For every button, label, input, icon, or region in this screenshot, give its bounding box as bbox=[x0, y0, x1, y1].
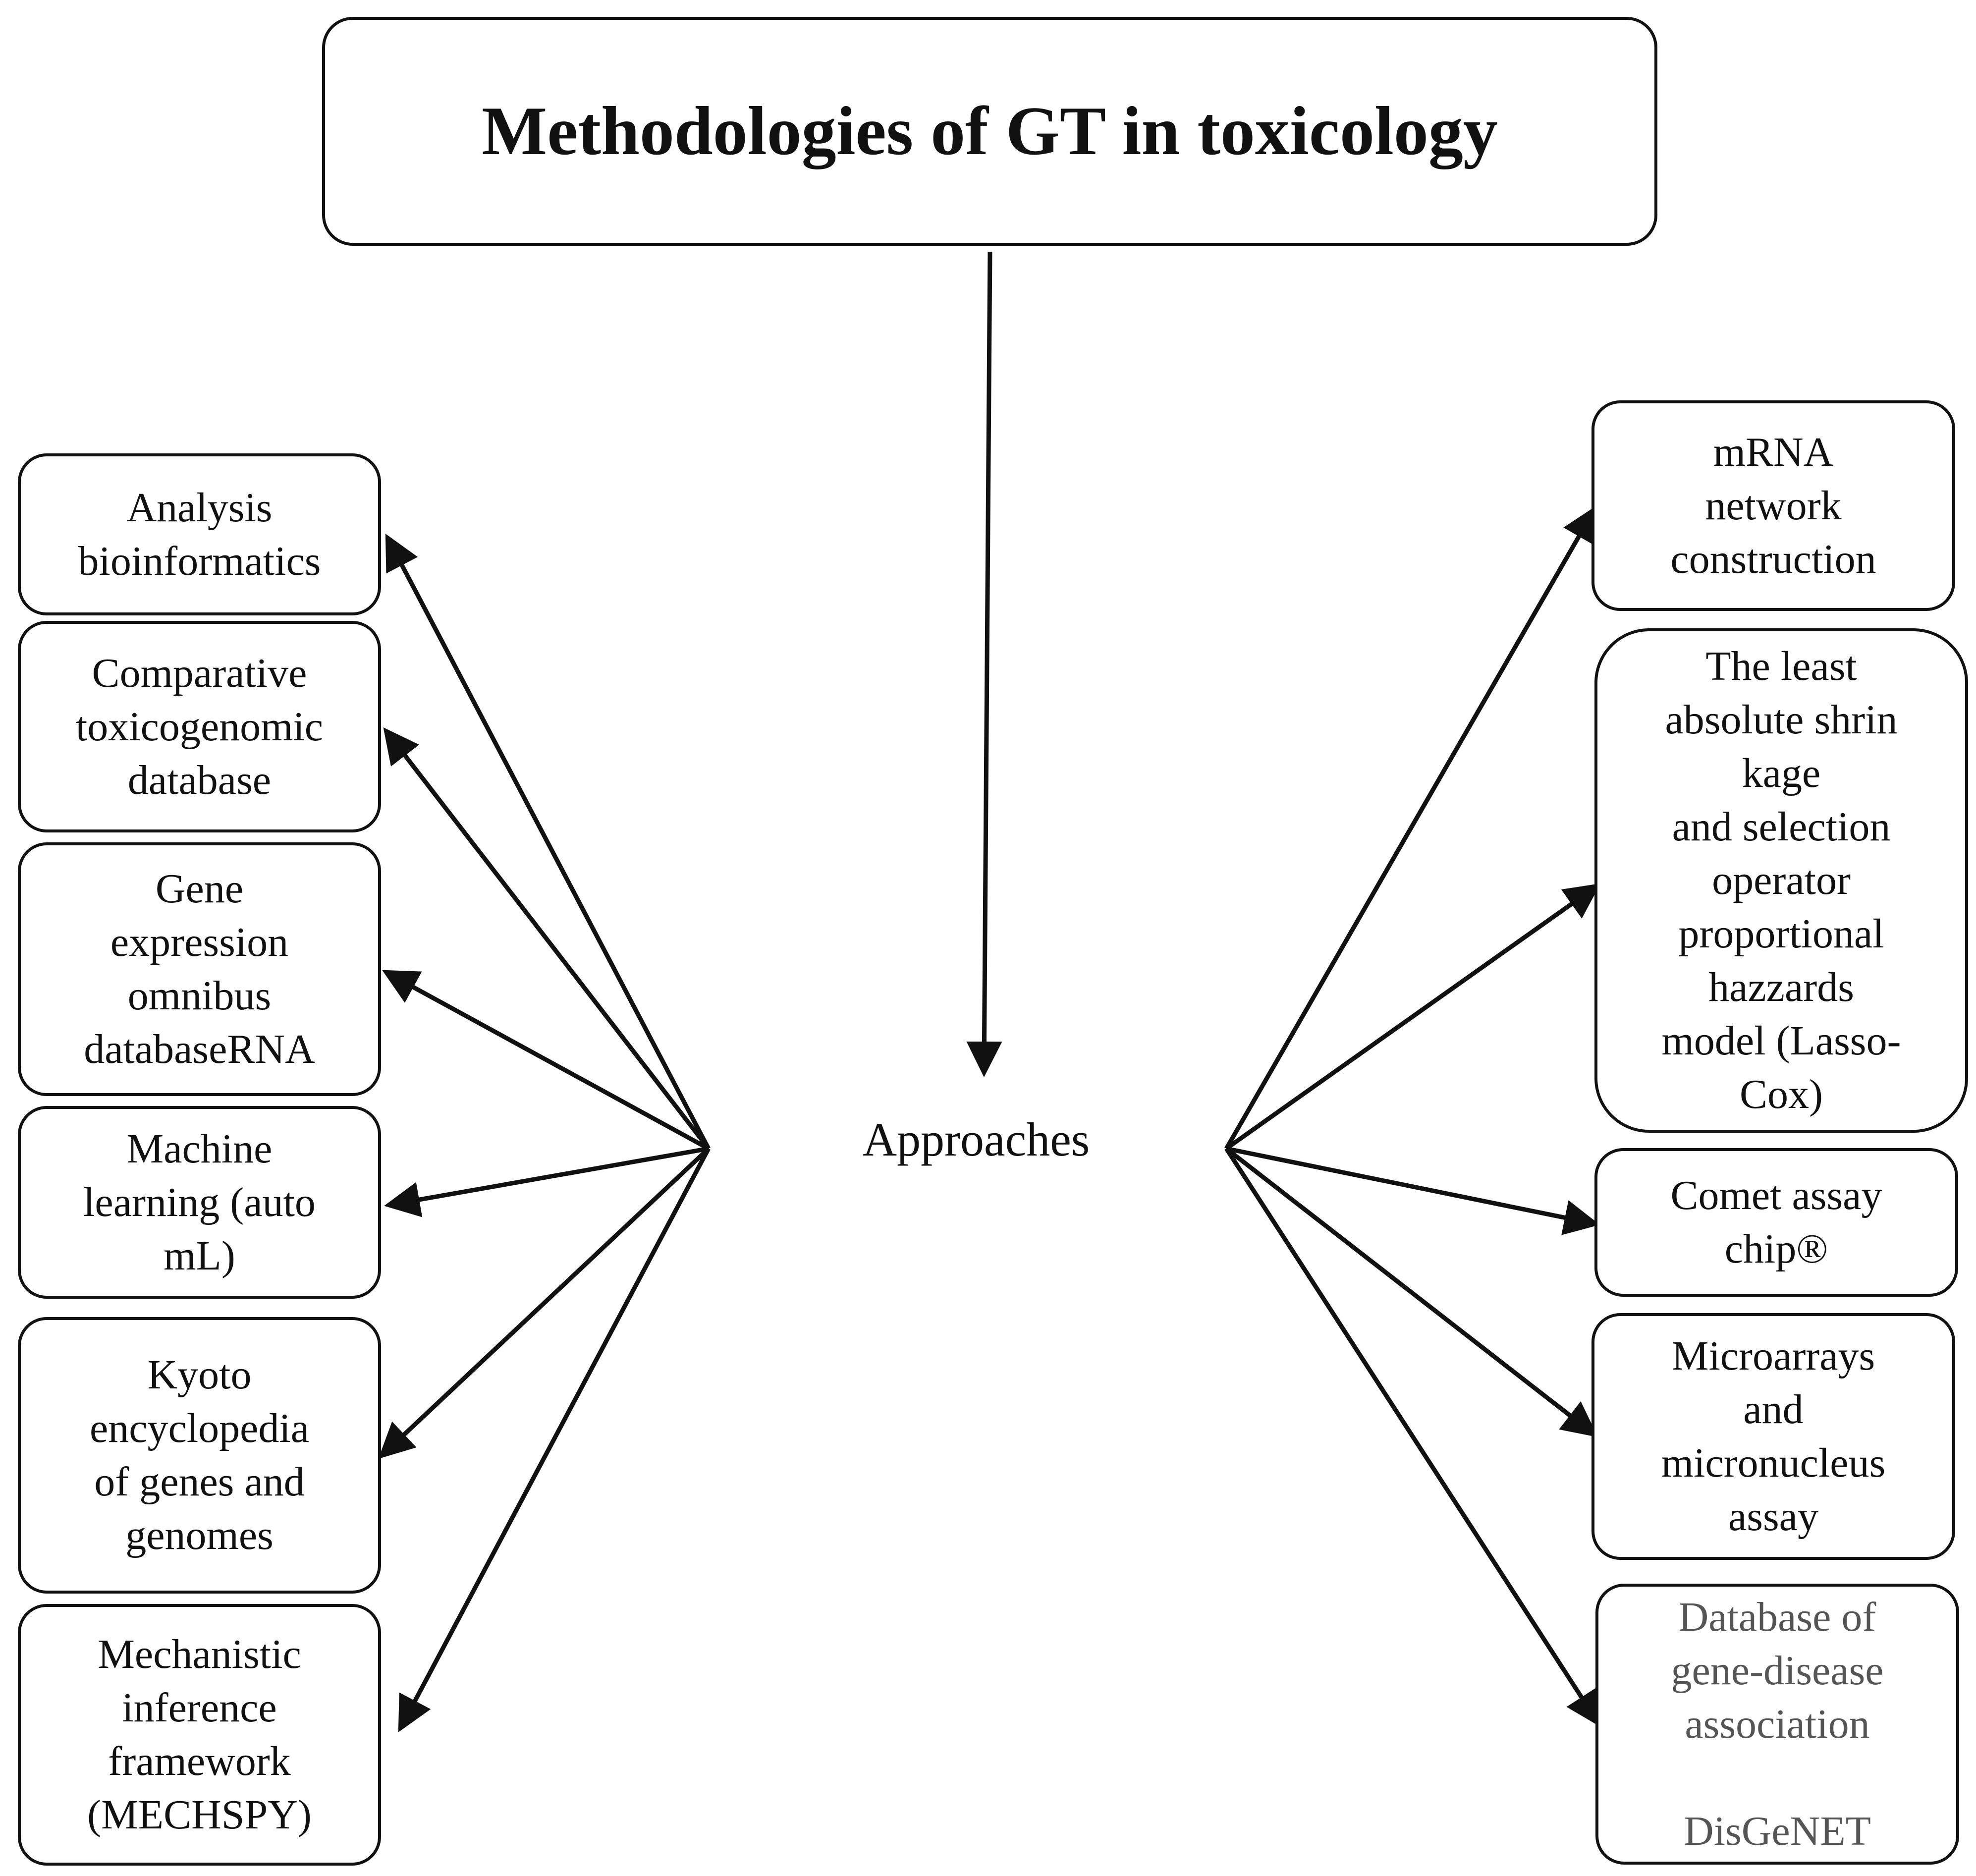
box-lasso-cox: The least absolute shrin kage and select… bbox=[1594, 628, 1968, 1133]
diagram-title: Methodologies of GT in toxicology bbox=[482, 93, 1498, 169]
box-mechanistic-inference-framework: Mechanistic inference framework (MECHSPY… bbox=[18, 1604, 381, 1866]
box-label: mRNA network construction bbox=[1670, 429, 1876, 582]
arrow-to-lasso-cox bbox=[1225, 883, 1601, 1151]
arrow-to-kyoto-encyclopedia bbox=[378, 1147, 711, 1459]
box-label: Gene expression omnibus databaseRNA bbox=[84, 866, 315, 1072]
arrow-to-microarrays bbox=[1225, 1147, 1598, 1437]
box-kyoto-encyclopedia: Kyoto encyclopedia of genes and genomes bbox=[18, 1317, 381, 1594]
arrow-to-disgenet bbox=[1224, 1147, 1601, 1727]
arrow-to-comparative-toxicogenomic bbox=[383, 727, 711, 1150]
box-gene-expression-omnibus: Gene expression omnibus databaseRNA bbox=[18, 842, 381, 1096]
box-label: Mechanistic inference framework (MECHSPY… bbox=[87, 1631, 312, 1838]
box-machine-learning: Machine learning (auto mL) bbox=[18, 1106, 381, 1299]
approaches-label: Approaches bbox=[862, 1113, 1090, 1166]
box-label: Comparative toxicogenomic database bbox=[75, 650, 324, 803]
box-disgenet: Database of gene-disease association Dis… bbox=[1595, 1584, 1959, 1865]
box-comet-assay-chip: Comet assay chip® bbox=[1594, 1148, 1958, 1297]
box-comparative-toxicogenomic-database: Comparative toxicogenomic database bbox=[18, 621, 381, 832]
box-label: Analysis bioinformatics bbox=[78, 484, 321, 584]
box-label: Database of gene-disease association Dis… bbox=[1671, 1594, 1884, 1854]
arrow-to-mrna-network bbox=[1224, 505, 1597, 1150]
arrow-to-mechanistic-inference bbox=[398, 1147, 711, 1732]
box-mrna-network-construction: mRNA network construction bbox=[1592, 400, 1955, 611]
box-label: Kyoto encyclopedia of genes and genomes bbox=[89, 1352, 310, 1558]
arrow-to-gene-expression bbox=[382, 970, 710, 1151]
box-label: The least absolute shrin kage and select… bbox=[1661, 643, 1901, 1117]
box-analysis-bioinformatics: Analysis bioinformatics bbox=[18, 453, 381, 615]
arrow-to-analysis-bioinformatics bbox=[385, 534, 711, 1150]
arrow-to-comet-assay bbox=[1226, 1146, 1600, 1235]
box-label: Microarrays and micronucleus assay bbox=[1661, 1333, 1886, 1540]
box-label: Comet assay chip® bbox=[1670, 1172, 1882, 1272]
arrow-title-to-approaches bbox=[966, 251, 1002, 1077]
box-microarrays-micronucleus: Microarrays and micronucleus assay bbox=[1592, 1313, 1955, 1560]
box-label: Machine learning (auto mL) bbox=[83, 1125, 316, 1279]
title-box: Methodologies of GT in toxicology bbox=[322, 17, 1657, 246]
arrow-to-machine-learning bbox=[384, 1146, 709, 1217]
